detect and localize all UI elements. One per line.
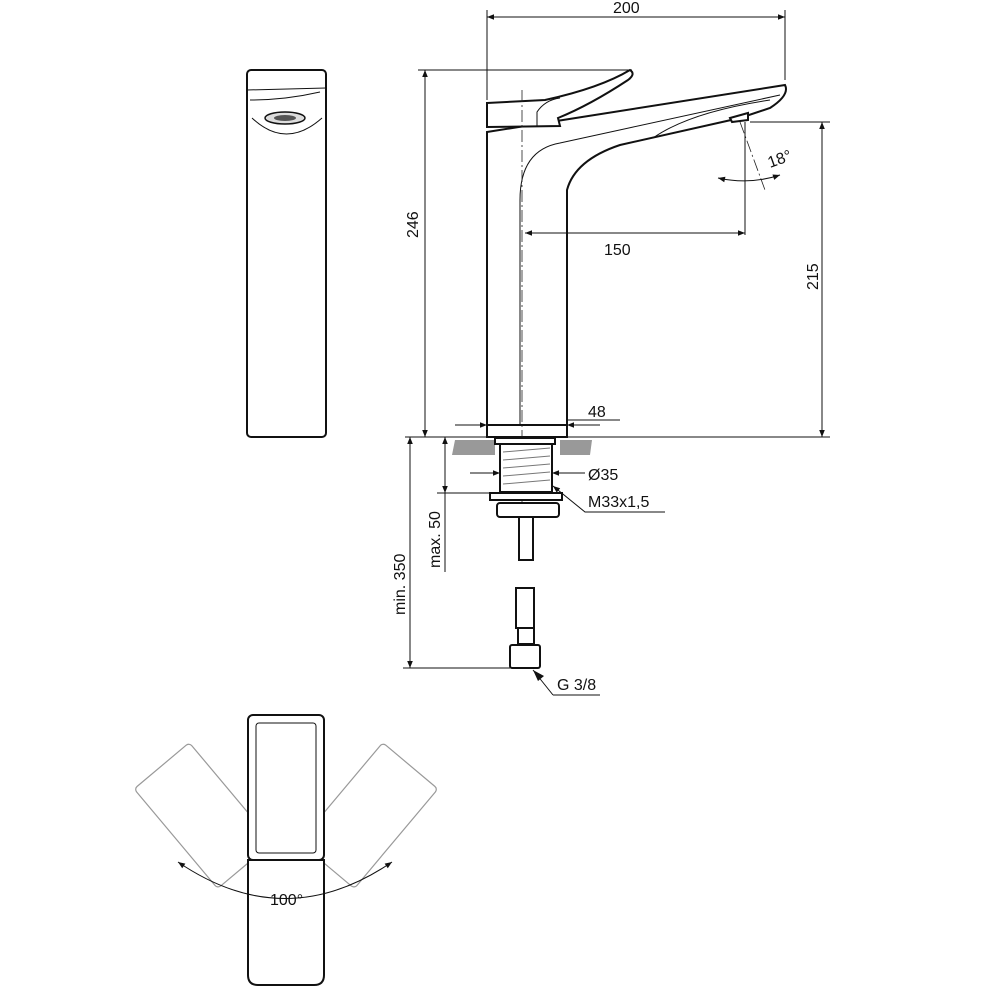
front-view: [486, 68, 787, 560]
dim-thread: M33x1,5: [588, 494, 649, 511]
dim-min350: min. 350: [392, 554, 409, 615]
dim-150: 150: [604, 242, 631, 259]
dim-200: 200: [613, 0, 640, 17]
dim-35: Ø35: [588, 467, 618, 484]
dim-215: 215: [805, 263, 822, 290]
side-view: [246, 69, 327, 438]
dim-max50: max. 50: [427, 511, 444, 568]
dimension-lines: [403, 10, 830, 696]
top-view: [135, 714, 437, 986]
dim-18deg: 18°: [766, 148, 795, 172]
dim-100deg: 100°: [270, 892, 303, 909]
dim-g38: G 3/8: [557, 677, 596, 694]
dim-246: 246: [405, 211, 422, 238]
dim-48: 48: [588, 404, 606, 421]
mounting-assembly: [452, 437, 592, 669]
